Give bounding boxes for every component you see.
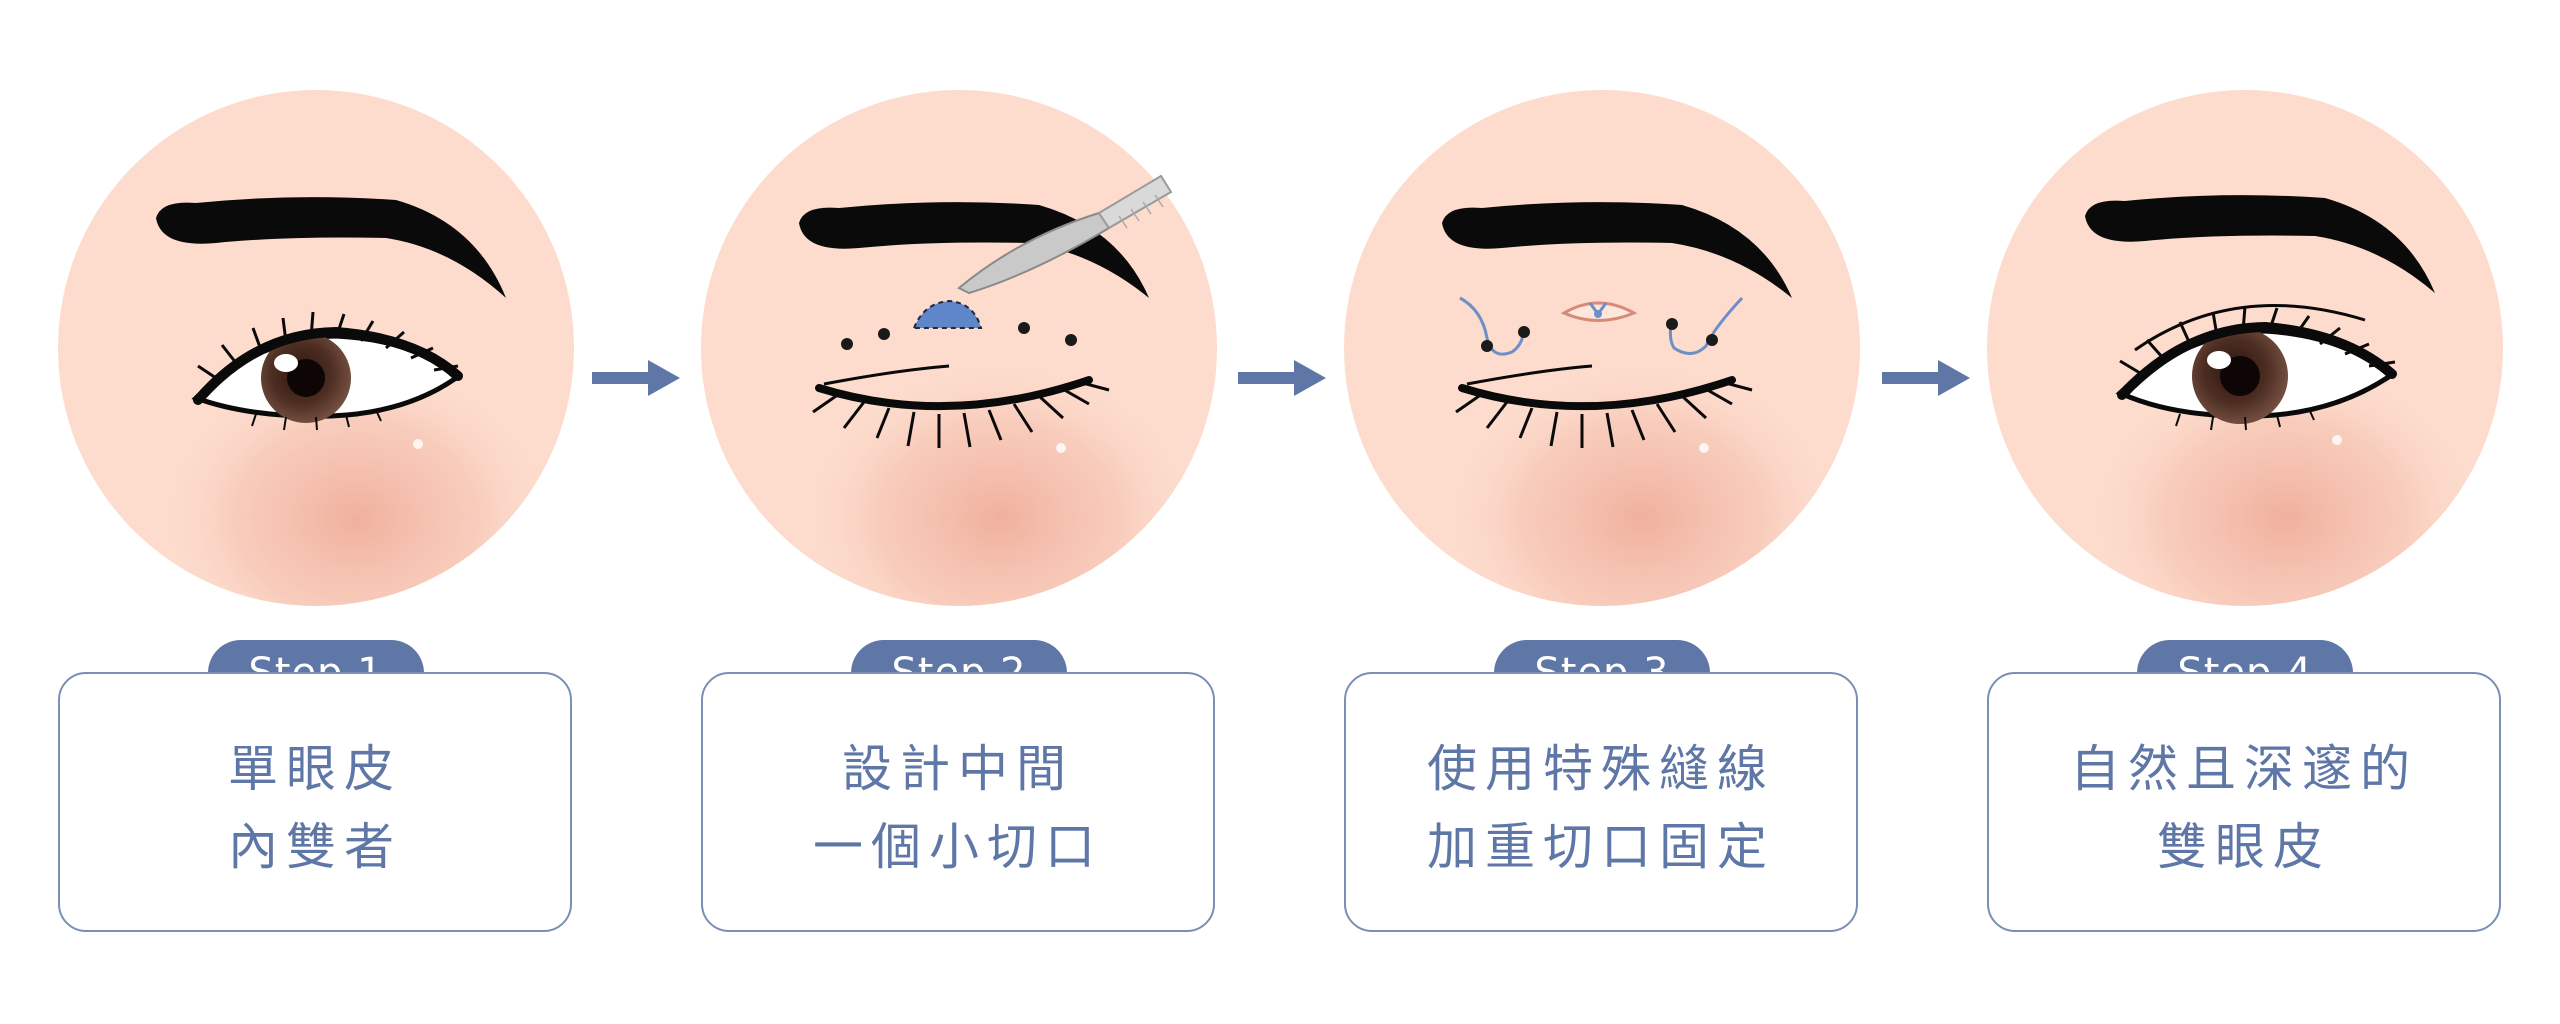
step-description: 自然且深邃的 雙眼皮 bbox=[1987, 730, 2501, 886]
eye-icon bbox=[1987, 90, 2503, 606]
step-description-box bbox=[701, 672, 1215, 932]
arrow-right-icon bbox=[1882, 360, 1970, 396]
step-description-box bbox=[1987, 672, 2501, 932]
suture-icon bbox=[1459, 296, 1744, 356]
eye-closed-icon bbox=[701, 90, 1217, 606]
description-line: 設計中間 bbox=[842, 740, 1074, 798]
description-line: 自然且深邃的 bbox=[2070, 740, 2418, 798]
step-description: 設計中間 一個小切口 bbox=[701, 730, 1215, 886]
arrow-right-icon bbox=[592, 360, 680, 396]
step-3: Step 3 使用特殊縫線 加重切口固定 bbox=[1342, 0, 1862, 1024]
step-description-box bbox=[58, 672, 572, 932]
eye-icon bbox=[58, 90, 574, 606]
description-line: 單眼皮 bbox=[228, 740, 402, 798]
description-line: 使用特殊縫線 bbox=[1427, 740, 1775, 798]
scalpel-icon bbox=[957, 174, 1173, 295]
step-description: 使用特殊縫線 加重切口固定 bbox=[1344, 730, 1858, 886]
description-line: 加重切口固定 bbox=[1427, 818, 1775, 876]
description-line: 雙眼皮 bbox=[2157, 818, 2331, 876]
step-4: Step 4 自然且深邃的 雙眼皮 bbox=[1985, 0, 2505, 1024]
step-1: Step 1 單眼皮 內雙者 bbox=[56, 0, 576, 1024]
description-line: 一個小切口 bbox=[813, 818, 1103, 876]
step-description-box bbox=[1344, 672, 1858, 932]
description-line: 內雙者 bbox=[228, 818, 402, 876]
step-2: Step 2 設計中間 一個小切口 bbox=[699, 0, 1219, 1024]
eye-closed-icon bbox=[1344, 90, 1860, 606]
arrow-right-icon bbox=[1238, 360, 1326, 396]
step-description: 單眼皮 內雙者 bbox=[58, 730, 572, 886]
